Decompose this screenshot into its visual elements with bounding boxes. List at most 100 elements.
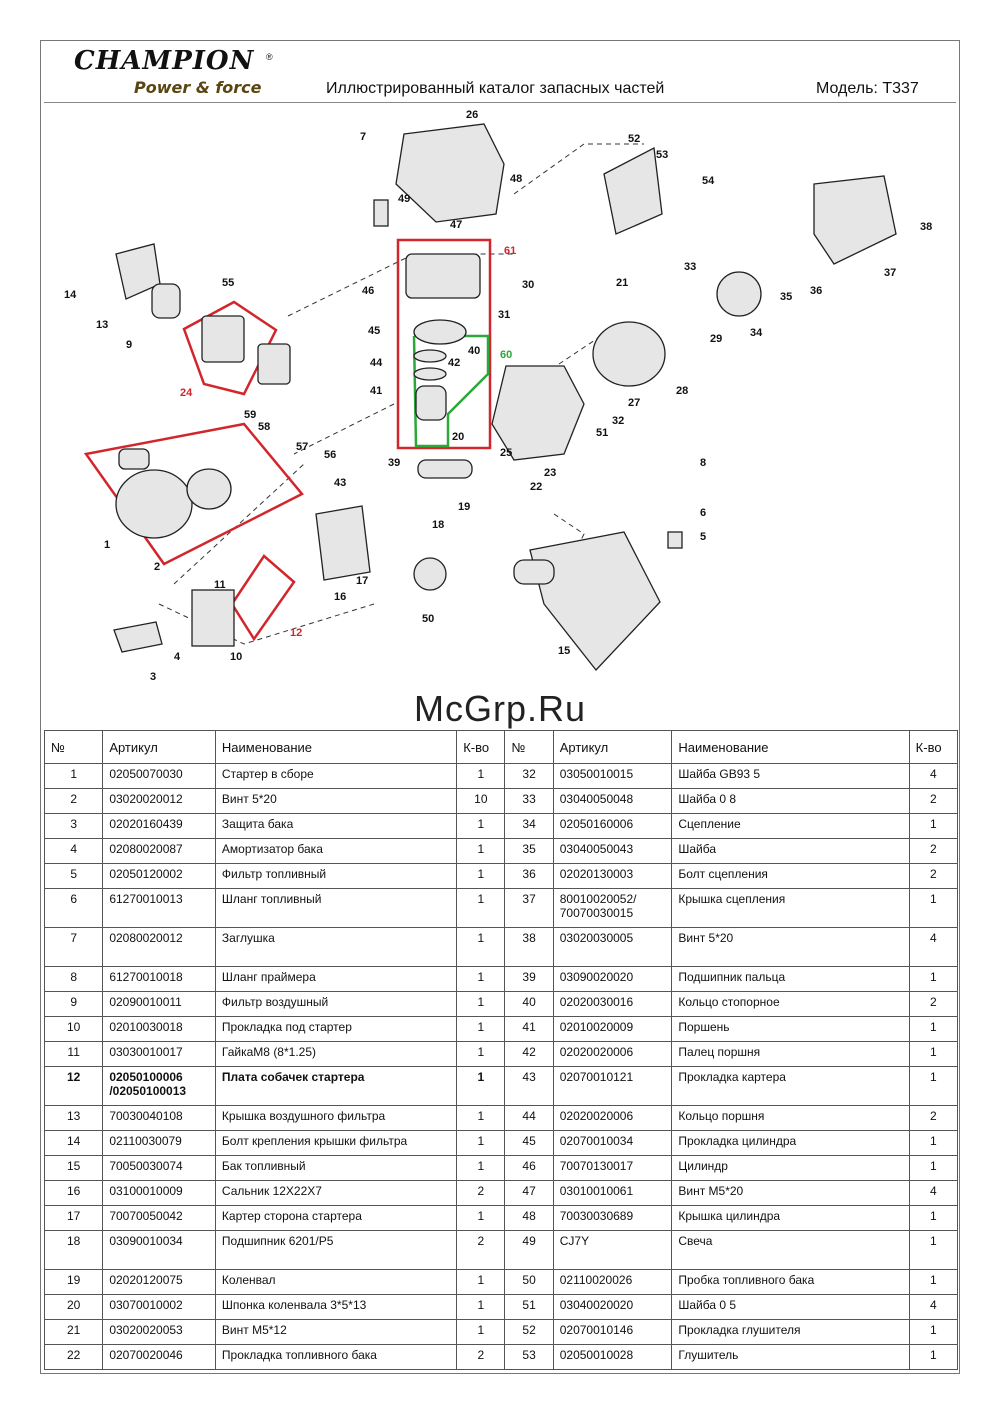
cell-qty: 1 [456,888,506,928]
cell-number: 12 [43,1066,104,1106]
cell-name: Прокладка цилиндра [671,1130,910,1156]
label-27: 27 [628,397,640,409]
cell-qty: 1 [456,1319,506,1345]
cell-number: 7 [43,927,104,967]
cell-article: 03050010015 [552,763,673,789]
cell-name: Палец поршня [671,1041,910,1067]
cell-article: 02070010121 [552,1066,673,1106]
cell-number: 11 [43,1041,104,1067]
cell-name: Винт M5*12 [214,1319,458,1345]
cell-article: 02020160439 [102,813,216,839]
cell-qty: 1 [908,1205,959,1231]
label-44: 44 [370,357,383,369]
col-name-right: Наименование [671,730,910,764]
cell-article: 02020020006 [552,1105,673,1131]
catalog-title: Иллюстрированный каталог запасных частей [326,80,665,97]
cell-qty: 4 [908,1180,959,1206]
label-40: 40 [468,345,480,357]
cell-article: 02050120002 [102,863,216,889]
cell-name: Бак топливный [214,1155,458,1181]
cell-qty: 1 [456,927,506,967]
cell-qty: 1 [908,813,959,839]
cell-article: 80010020052/ 70070030015 [552,888,673,928]
cell-name: Сцепление [671,813,910,839]
cell-number: 38 [504,927,554,967]
cell-number: 48 [504,1205,554,1231]
cell-qty: 2 [908,1105,959,1131]
cell-number: 53 [504,1344,554,1370]
cell-article: 03040050043 [552,838,673,864]
cell-qty: 1 [456,813,506,839]
red-group-outlines [83,238,492,642]
label-36: 36 [810,285,822,297]
cell-article: 03020030005 [552,927,673,967]
cell-name: Цилиндр [671,1155,910,1181]
cell-number: 1 [43,763,104,789]
label-55: 55 [222,277,234,289]
cell-number: 40 [504,991,554,1017]
cell-article: 03040050048 [552,788,673,814]
col-name-left: Наименование [214,730,458,764]
cell-name: Пробка топливного бака [671,1269,910,1295]
cell-name: Крышка цилиндра [671,1205,910,1231]
cell-number: 13 [43,1105,104,1131]
page-frame [40,40,960,1374]
cell-name: Поршень [671,1016,910,1042]
cell-qty: 2 [456,1344,506,1370]
label-15: 15 [558,645,570,657]
cell-name: Шайба 0 5 [671,1294,910,1320]
label-32: 32 [612,415,624,427]
label-45: 45 [368,325,380,337]
label-46: 46 [362,285,374,297]
label-20: 20 [452,431,464,443]
cell-article: 02080020012 [102,927,216,967]
label-3: 3 [150,671,156,683]
cell-qty: 2 [456,1230,506,1270]
cell-qty: 1 [908,1319,959,1345]
label-39: 39 [388,457,400,469]
cell-qty: 1 [456,1155,506,1181]
cell-number: 18 [43,1230,104,1270]
label-34: 34 [750,327,763,339]
cell-qty: 2 [908,788,959,814]
cell-qty: 1 [456,1105,506,1131]
label-25: 25 [500,447,512,459]
cell-number: 8 [43,966,104,992]
cell-number: 46 [504,1155,554,1181]
registered-mark: ® [266,52,273,62]
cell-article: 02050010028 [552,1344,673,1370]
cell-qty: 1 [456,1041,506,1067]
cell-name: Картер сторона стартера [214,1205,458,1231]
label-16: 16 [334,591,346,603]
cell-article: 03090010034 [102,1230,216,1270]
cell-article: 70030030689 [552,1205,673,1231]
exploded-parts-diagram: 1 2 3 4 5 6 7 8 9 10 11 12 13 14 15 16 1… [64,109,932,683]
cell-number: 15 [43,1155,104,1181]
cell-article: 02020020006 [552,1041,673,1067]
cell-number: 36 [504,863,554,889]
cell-name: Фильтр воздушный [214,991,458,1017]
cell-article: 61270010013 [102,888,216,928]
cell-name: ГайкаМ8 (8*1.25) [214,1041,458,1067]
cell-number: 47 [504,1180,554,1206]
watermark: McGrp.Ru [413,688,587,729]
cell-name: Шайба 0 8 [671,788,910,814]
col-number-right: № [504,730,554,764]
brand-logo: CHAMPION [74,46,255,76]
cell-qty: 1 [456,1294,506,1320]
cell-number: 50 [504,1269,554,1295]
label-24: 24 [180,387,193,399]
cell-name: Амортизатор бака [214,838,458,864]
cell-article: 61270010018 [102,966,216,992]
